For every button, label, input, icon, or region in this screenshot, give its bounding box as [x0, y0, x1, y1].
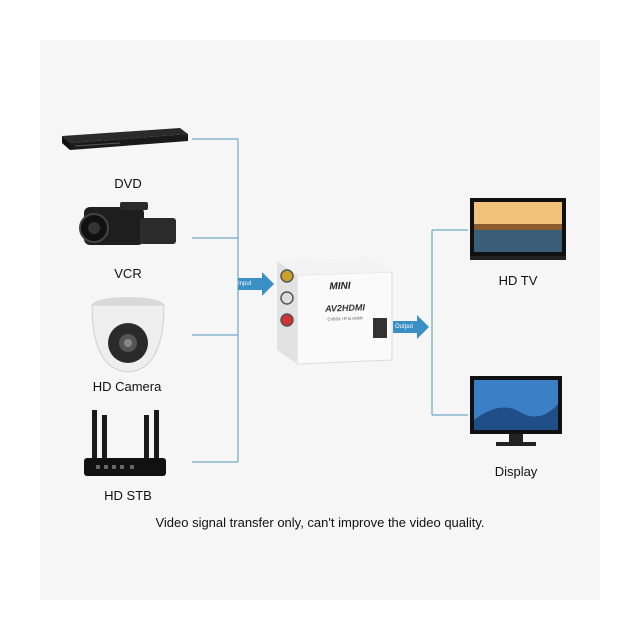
dome-camera-icon [91, 297, 165, 373]
output-label-display: Display [494, 464, 538, 479]
input-connector-lines [192, 138, 239, 463]
output-arrow-label: Output [395, 324, 414, 330]
source-label-stb: HD STB [104, 488, 152, 503]
source-label-vcr: VCR [114, 266, 142, 281]
monitor-icon [470, 376, 562, 446]
input-arrow [238, 272, 274, 296]
tv-icon [470, 198, 566, 260]
video-quality-note: Video signal transfer only, can't improv… [155, 515, 485, 530]
converter-box [277, 258, 393, 365]
output-connector-lines [431, 229, 468, 416]
output-label-hdtv: HD TV [498, 273, 538, 288]
source-label-camera: HD Camera [92, 379, 162, 394]
router-icon [84, 410, 166, 476]
output-arrow [393, 315, 429, 339]
input-arrow-label: Input [238, 281, 252, 287]
dvd-player-icon [62, 128, 188, 150]
camcorder-icon [79, 202, 176, 245]
source-label-dvd: DVD [114, 176, 142, 191]
converter-brand: MINI [329, 280, 351, 293]
